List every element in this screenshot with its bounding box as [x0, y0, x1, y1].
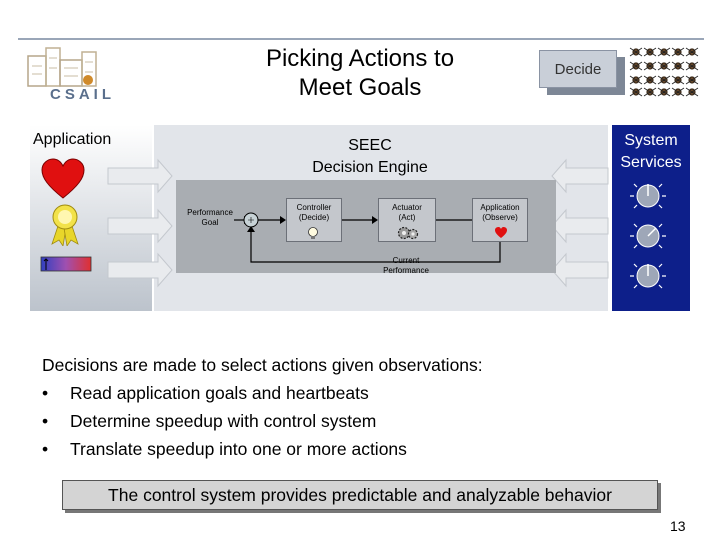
ribbon-icon: [51, 204, 79, 246]
seec-engine-label: SEEC Decision Engine: [312, 137, 428, 176]
system-services-label: System Services: [620, 132, 682, 171]
header-divider: [18, 38, 704, 40]
decide-button[interactable]: Decide: [539, 50, 617, 88]
lightbulb-icon: [308, 227, 318, 239]
control-loop-wiring: [234, 212, 501, 263]
callout-box: The control system provides predictable …: [62, 480, 658, 510]
body-text: Decisions are made to select actions giv…: [42, 351, 483, 463]
flow-arrows: [107, 158, 609, 288]
current-performance-label: Current Performance: [383, 256, 429, 275]
engine-to-system-arrow-2: [551, 208, 609, 244]
bullet-item: •Determine speedup with control system: [42, 411, 377, 431]
engine-to-system-arrow-3: [551, 252, 609, 288]
csail-logo: [27, 47, 97, 87]
slide-title: Picking Actions to Meet Goals: [265, 45, 455, 101]
app-to-engine-arrow-2: [107, 208, 173, 244]
engine-to-system-arrow-1: [551, 158, 609, 194]
csail-logo-text: CSAIL: [50, 86, 115, 103]
bullet-item: •Translate speedup into one or more acti…: [42, 439, 407, 459]
performance-goal-label: Performance Goal: [187, 208, 233, 227]
app-to-engine-arrow-3: [107, 252, 173, 288]
service-dials: [630, 183, 666, 289]
application-label: Application: [33, 131, 112, 148]
gauge-icon: [40, 256, 92, 272]
dial-icon: [630, 263, 666, 289]
page-number: 13: [670, 518, 686, 534]
small-heart-icon: [495, 227, 507, 238]
dial-icon: [630, 223, 666, 249]
bullet-item: •Read application goals and heartbeats: [42, 383, 369, 403]
robot-swarm-image: [629, 47, 699, 97]
gears-icon: [397, 226, 419, 240]
dial-icon: [630, 183, 666, 209]
body-intro: Decisions are made to select actions giv…: [42, 355, 483, 375]
heart-icon: [41, 158, 85, 199]
app-to-engine-arrow-1: [107, 158, 173, 194]
